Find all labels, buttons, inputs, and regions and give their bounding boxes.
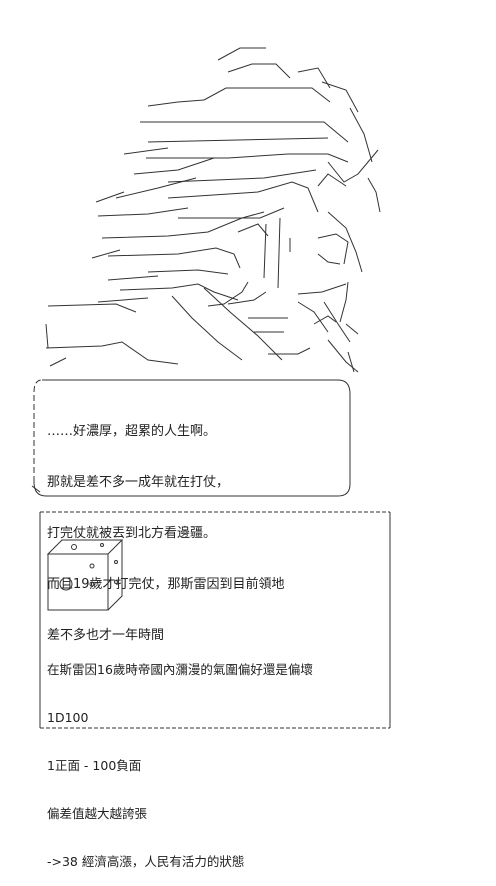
speech-balloon bbox=[31, 379, 351, 497]
status-line: 1D100 bbox=[47, 710, 89, 725]
status-line: 1正面 - 100負面 bbox=[47, 758, 142, 773]
speech-text: ……好濃厚，超累的人生啊。 那就是差不多一成年就在打仗， 打完仗就被丟到北方看邊… bbox=[47, 389, 285, 661]
status-line: 在斯雷因16歲時帝國內瀰漫的氣圍偏好還是偏壞 bbox=[47, 662, 313, 677]
character-ascii-art bbox=[45, 47, 381, 373]
status-line: ->38 經濟高漲，人民有活力的狀態 bbox=[47, 854, 245, 869]
status-line: 偏差值越大越誇張 bbox=[47, 806, 148, 821]
speech-line: 打完仗就被丟到北方看邊疆。 bbox=[47, 526, 217, 541]
dice-icon bbox=[46, 539, 124, 611]
speech-line: 差不多也才一年時間 bbox=[47, 628, 165, 643]
speech-line: ……好濃厚，超累的人生啊。 bbox=[47, 424, 217, 439]
status-box-frame bbox=[39, 511, 391, 729]
speech-line: 而且19歲才打完仗，那斯雷因到目前領地 bbox=[47, 577, 285, 592]
speech-line: 那就是差不多一成年就在打仗， bbox=[47, 475, 230, 490]
status-text: 在斯雷因16歲時帝國內瀰漫的氣圍偏好還是偏壞 1D100 1正面 - 100負面… bbox=[47, 630, 313, 886]
